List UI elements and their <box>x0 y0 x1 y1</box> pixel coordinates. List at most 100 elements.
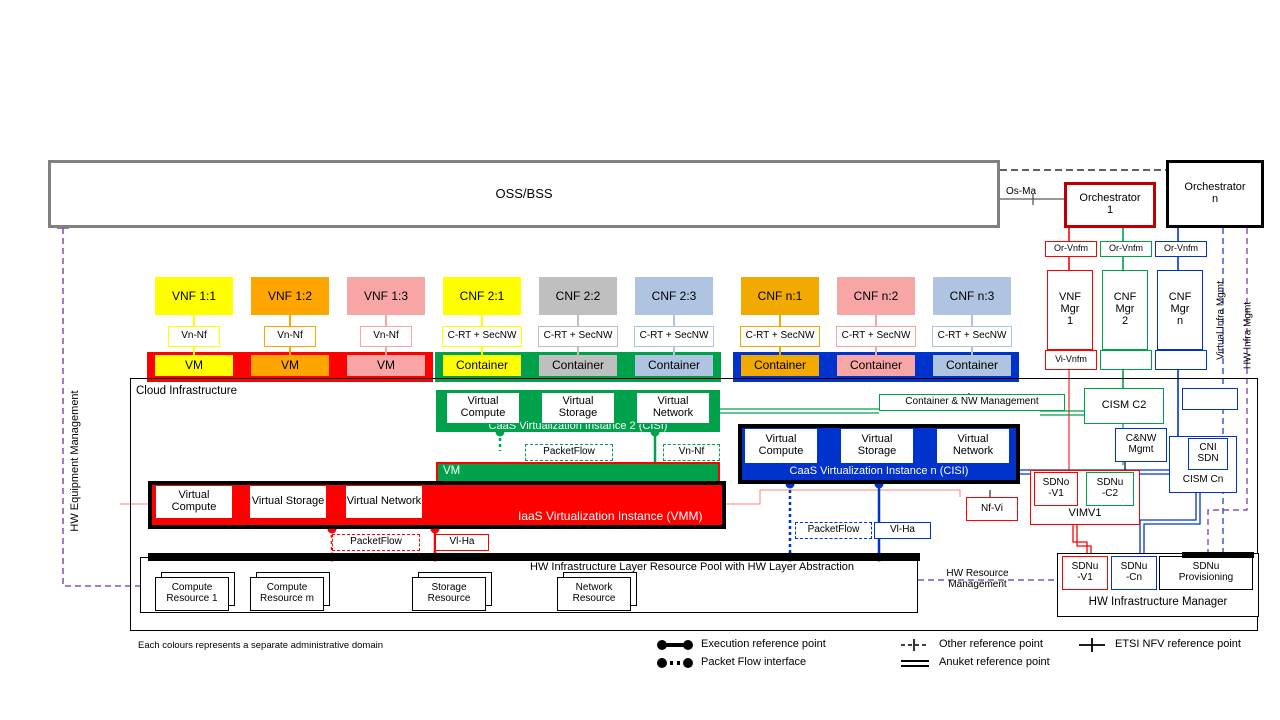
caas-instance-2-title: CaaS Virtualization Instance 2 (CISI) <box>488 420 668 433</box>
orchestrator-n-line1: Orchestrator <box>1184 181 1246 194</box>
or-vnfm-ref-2[interactable]: Or-Vnfm <box>1100 241 1152 257</box>
hw-resource-line2: Resource <box>427 593 471 604</box>
caas2-packetflow-ref[interactable]: PacketFlow <box>525 444 613 461</box>
hw-infra-mgr-abstraction-bar <box>1182 552 1254 558</box>
iaas-virtual-compute[interactable]: Virtual Compute <box>155 485 233 519</box>
virtualization-unit-label: Container <box>753 358 807 373</box>
virtualization-unit-3[interactable]: VM <box>347 355 425 376</box>
iaas-virtual-storage[interactable]: Virtual Storage <box>249 485 327 519</box>
virtualization-unit-5[interactable]: Container <box>539 355 617 376</box>
ossbss-box[interactable]: OSS/BSS <box>48 160 1000 228</box>
reference-point-box-9[interactable]: C-RT + SecNW <box>932 326 1012 347</box>
legend-execution-reference-point-label: Execution reference point <box>701 638 826 650</box>
function-label: CNF 2:2 <box>555 288 601 303</box>
or-vnfm-label: Or-Vnfm <box>1053 243 1088 254</box>
caasn-virtual-compute[interactable]: Virtual Compute <box>744 428 818 464</box>
reference-point-box-2[interactable]: Vn-Nf <box>264 326 316 347</box>
iaas-virtual-network[interactable]: Virtual Network <box>345 485 423 519</box>
vi-vnfm-ref-3[interactable] <box>1155 350 1207 370</box>
function-manager-line1: CNF <box>1168 291 1192 304</box>
reference-point-box-5[interactable]: C-RT + SecNW <box>538 326 618 347</box>
or-vnfm-label: Or-Vnfm <box>1163 243 1198 254</box>
iaas-vi-ha-ref[interactable]: Vl-Ha <box>435 534 489 551</box>
or-vnfm-ref-1[interactable]: Or-Vnfm <box>1045 241 1097 257</box>
reference-point-box-1[interactable]: Vn-Nf <box>168 326 220 347</box>
vi-vnfm-ref-2[interactable] <box>1100 350 1152 370</box>
or-vnfm-ref-3[interactable]: Or-Vnfm <box>1155 241 1207 257</box>
virtualization-unit-6[interactable]: Container <box>635 355 713 376</box>
reference-point-box-6[interactable]: C-RT + SecNW <box>634 326 714 347</box>
cni-sdn-box[interactable]: CNI SDN <box>1188 438 1228 470</box>
orchestrator-1-box[interactable]: Orchestrator 1 <box>1064 182 1156 228</box>
sdnu-v1-box[interactable]: SDNu -V1 <box>1062 556 1108 590</box>
nf-vi-box[interactable]: Nf-Vi <box>966 497 1018 521</box>
caasn-packetflow-ref[interactable]: PacketFlow <box>795 522 872 539</box>
vi-vnfm-ref-1[interactable]: Vi-Vnfm <box>1045 350 1097 370</box>
caas2-vn-nf-label: Vn-Nf <box>678 446 705 458</box>
function-manager-line3: n <box>1176 314 1184 327</box>
caas2-virtual-storage[interactable]: Virtual Storage <box>541 392 615 424</box>
iaas-virtual-compute-label: Virtual Compute <box>171 489 217 513</box>
hw-equipment-management-label: HW Equipment Management <box>69 390 81 532</box>
sdnu-provisioning-line2: Provisioning <box>1178 572 1234 583</box>
reference-point-box-3[interactable]: Vn-Nf <box>360 326 412 347</box>
virtualization-unit-1[interactable]: VM <box>155 355 233 376</box>
cnw-mgmt-box[interactable]: C&NW Mgmt <box>1115 428 1167 462</box>
function-box-3[interactable]: VNF 1:3 <box>347 277 425 315</box>
cism-c2-box[interactable]: CISM C2 <box>1084 388 1164 424</box>
function-box-2[interactable]: VNF 1:2 <box>251 277 329 315</box>
function-manager-line3: 2 <box>1121 314 1129 327</box>
legend-etsi-nfv-reference-point-label: ETSI NFV reference point <box>1115 638 1241 650</box>
caas2-vn-nf-ref[interactable]: Vn-Nf <box>663 444 720 461</box>
function-box-9[interactable]: CNF n:3 <box>933 277 1011 315</box>
function-box-1[interactable]: VNF 1:1 <box>155 277 233 315</box>
reference-point-box-8[interactable]: C-RT + SecNW <box>836 326 916 347</box>
virtualization-unit-7[interactable]: Container <box>741 355 819 376</box>
reference-point-label: C-RT + SecNW <box>745 330 815 342</box>
caas2-virtual-compute[interactable]: Virtual Compute <box>446 392 520 424</box>
reference-point-label: C-RT + SecNW <box>447 330 517 342</box>
caasn-virtual-network[interactable]: Virtual Network <box>936 428 1010 464</box>
caas2-vm-strip[interactable] <box>436 462 720 483</box>
sdnu-c2-box[interactable]: SDNu -C2 <box>1086 472 1134 506</box>
caasn-vi-ha-ref[interactable]: Vl-Ha <box>874 522 931 539</box>
caas2-virtual-network[interactable]: Virtual Network <box>636 392 710 424</box>
function-box-7[interactable]: CNF n:1 <box>741 277 819 315</box>
container-nw-management-box[interactable]: Container & NW Management <box>879 394 1065 411</box>
footnote-label: Each colours represents a separate admin… <box>138 640 384 651</box>
iaas-packetflow-label: PacketFlow <box>350 536 402 548</box>
sdno-v1-box[interactable]: SDNo -V1 <box>1034 472 1078 506</box>
virtualization-unit-label: Container <box>647 358 701 373</box>
iaas-instance-box[interactable] <box>148 481 726 529</box>
nf-vi-label: Nf-Vi <box>980 502 1004 514</box>
sdnu-cn-box[interactable]: SDNu -Cn <box>1111 556 1157 590</box>
caasn-virtual-compute-label: Virtual Compute <box>758 433 804 457</box>
virtualization-unit-9[interactable]: Container <box>933 355 1011 376</box>
virtualization-unit-2[interactable]: VM <box>251 355 329 376</box>
caasn-virtual-storage[interactable]: Virtual Storage <box>840 428 914 464</box>
virtualization-unit-4[interactable]: Container <box>443 355 521 376</box>
function-box-4[interactable]: CNF 2:1 <box>443 277 521 315</box>
function-box-8[interactable]: CNF n:2 <box>837 277 915 315</box>
reference-point-box-4[interactable]: C-RT + SecNW <box>442 326 522 347</box>
orchestrator-n-box[interactable]: Orchestrator n <box>1166 160 1264 228</box>
reference-point-box-7[interactable]: C-RT + SecNW <box>740 326 820 347</box>
legend-other-reference-point-label: Other reference point <box>939 638 1043 650</box>
iaas-packetflow-ref[interactable]: PacketFlow <box>332 534 420 551</box>
function-box-5[interactable]: CNF 2:2 <box>539 277 617 315</box>
function-box-6[interactable]: CNF 2:3 <box>635 277 713 315</box>
virtualization-unit-label: Container <box>945 358 999 373</box>
function-label: CNF n:1 <box>757 288 803 303</box>
sdnu-provisioning-box[interactable]: SDNu Provisioning <box>1159 556 1253 590</box>
reference-point-label: C-RT + SecNW <box>937 330 1007 342</box>
virtualization-unit-8[interactable]: Container <box>837 355 915 376</box>
reference-point-label: Vn-Nf <box>373 330 399 342</box>
caasn-packetflow-label: PacketFlow <box>807 524 860 536</box>
